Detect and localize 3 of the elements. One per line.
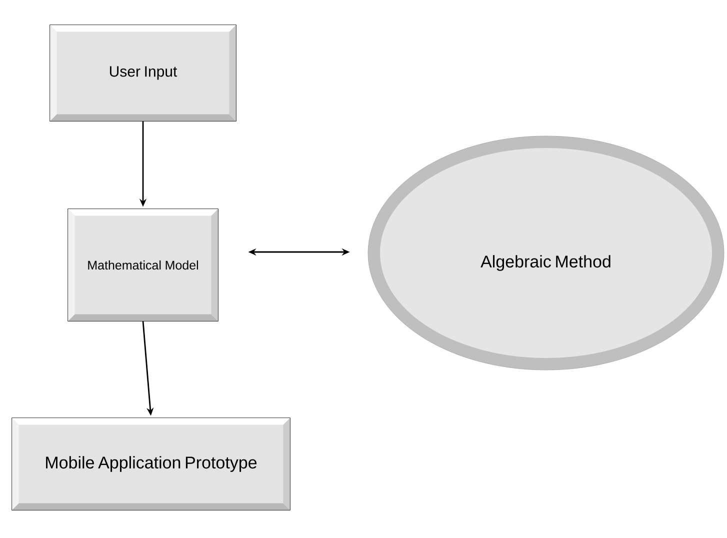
process-box: User Input — [50, 24, 236, 122]
process-box: Mobile Application Prototype — [12, 418, 290, 510]
process-box: Mathematical Model — [68, 208, 218, 322]
